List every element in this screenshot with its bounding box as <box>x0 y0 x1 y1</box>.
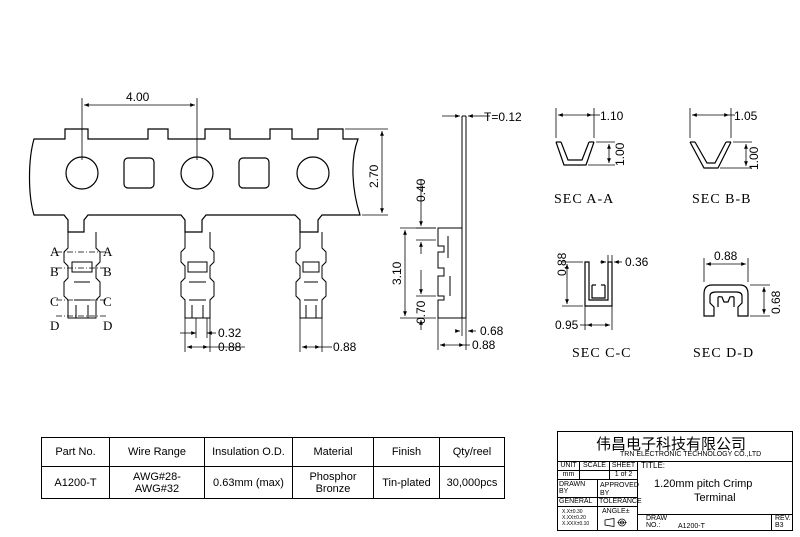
cut-marker-d-left: D <box>50 318 59 333</box>
general-label: GENERAL <box>558 498 598 507</box>
tolerance-2: X.XX±0.20 <box>562 515 586 521</box>
cut-marker-c-left: C <box>50 294 59 309</box>
section-d-shape <box>703 284 749 317</box>
section-d-title: SEC D-D <box>693 346 754 361</box>
pitch-dimension <box>81 98 198 160</box>
tolerance-3: X.XXX±0.10 <box>562 521 590 527</box>
spec-header-insulation: Insulation O.D. <box>204 437 293 467</box>
side-bottom-pin-label: 0.70 <box>414 300 428 324</box>
spec-header-part-no: Part No. <box>41 437 110 467</box>
cut-marker-a-left: A <box>50 244 60 259</box>
company-cell: 伟昌电子科技有限公司 TRN ELECTRONIC TECHNOLOGY CO.… <box>558 432 792 462</box>
draw-no-label-2: NO.: <box>646 522 661 529</box>
company-name-en: TRN ELECTRONIC TECHNOLOGY CO.,LTD <box>620 451 762 458</box>
section-c-top-label: 0.36 <box>625 255 649 269</box>
front-bottom-dimensions <box>180 318 332 352</box>
side-length-label: 3.10 <box>390 261 404 285</box>
draw-no-cell: DRAW NO.: A1200-T <box>638 514 772 530</box>
section-c-dimensions <box>562 255 622 330</box>
terminal-front-1 <box>63 232 101 319</box>
drawn-by-label: DRAWN BY <box>558 480 598 498</box>
tolerance-label: TOLERANCE <box>598 498 642 507</box>
side-top-pin-label: 0.40 <box>414 178 428 202</box>
section-d-dimensions <box>703 258 770 317</box>
spec-insulation: 0.63mm (max) <box>204 466 293 499</box>
angle-label: ANGLE± <box>602 508 630 515</box>
scale-value <box>580 471 610 480</box>
unit-value: mm <box>558 471 580 480</box>
drawing-title-line1: 1.20mm pitch Crimp <box>654 478 753 490</box>
spec-table-header-row: Part No. Wire Range Insulation O.D. Mate… <box>41 437 505 467</box>
front-w3-label: 0.88 <box>333 340 357 354</box>
spec-finish: Tin-plated <box>373 466 440 499</box>
section-a-dimensions <box>555 108 615 166</box>
front-w2-label: 0.88 <box>218 340 242 354</box>
carrier-height-label: 2.70 <box>367 164 381 188</box>
scale-label: SCALE <box>580 462 610 471</box>
section-d-height-label: 0.68 <box>769 290 783 314</box>
section-b-title: SEC B-B <box>692 192 752 207</box>
rev-cell: REV. B3 <box>772 514 792 530</box>
cut-marker-b-right: B <box>103 264 112 279</box>
spec-part-no: A1200-T <box>41 466 110 499</box>
title-label: TITLE: <box>641 461 666 470</box>
cut-marker-c-right: C <box>103 294 112 309</box>
spec-material: Phosphor Bronze <box>292 466 374 499</box>
section-cut-lines <box>56 251 108 317</box>
spec-header-wire-range: Wire Range <box>109 437 205 467</box>
section-b-height-label: 1.00 <box>747 146 761 170</box>
spec-table: Part No. Wire Range Insulation O.D. Mate… <box>41 437 505 499</box>
section-c-shape <box>584 261 613 307</box>
tolerance-1: X.X±0.30 <box>562 509 583 515</box>
unit-label: UNIT <box>558 462 580 471</box>
spec-material-line1: Phosphor <box>309 470 357 483</box>
cut-marker-d-right: D <box>103 318 112 333</box>
draw-no-label-1: DRAW <box>646 515 668 522</box>
terminal-front-2 <box>180 232 215 319</box>
section-a-width-label: 1.10 <box>600 109 624 123</box>
carrier-strip <box>28 128 361 233</box>
section-b-width-label: 1.05 <box>734 109 758 123</box>
cut-marker-b-left: B <box>50 264 59 279</box>
spec-header-material: Material <box>292 437 374 467</box>
spec-table-row: A1200-T AWG#28-AWG#32 0.63mm (max) Phosp… <box>41 466 505 499</box>
sheet-value: 1 of 2 <box>610 471 638 480</box>
sheet-label: SHEET <box>610 462 638 471</box>
terminal-side-view <box>437 115 467 319</box>
terminal-front-3 <box>295 232 327 319</box>
side-w1-label: 0.68 <box>480 324 504 338</box>
draw-no-value: A1200-T <box>678 523 705 530</box>
carrier-height-dimension <box>345 128 388 216</box>
section-a-title: SEC A-A <box>554 192 614 207</box>
front-w1-label: 0.32 <box>218 326 242 340</box>
projection-symbol-icon <box>604 518 627 527</box>
section-a-height-label: 1.00 <box>613 142 627 166</box>
pitch-label: 4.00 <box>126 90 150 104</box>
section-a-shape <box>555 141 595 166</box>
rev-label: REV. <box>775 515 791 522</box>
cut-marker-a-right: A <box>103 244 113 259</box>
section-c-width-label: 0.95 <box>555 318 579 332</box>
angle-cell: ANGLE± <box>598 507 638 530</box>
side-w2-label: 0.88 <box>472 338 496 352</box>
section-c-height-label: 0.88 <box>555 252 569 276</box>
side-view-dimensions <box>400 114 490 350</box>
rev-value: B3 <box>775 522 784 529</box>
section-b-shape <box>689 141 732 169</box>
section-c-title: SEC C-C <box>572 346 632 361</box>
drawing-title-line2: Terminal <box>694 492 736 504</box>
tolerance-values: X.X±0.30 X.XX±0.20 X.XXX±0.10 <box>558 507 598 530</box>
approved-by-label: APPROVED BY <box>598 480 639 498</box>
title-block: 伟昌电子科技有限公司 TRN ELECTRONIC TECHNOLOGY CO.… <box>557 431 793 531</box>
spec-material-line2: Bronze <box>315 482 351 495</box>
spec-wire-range: AWG#28-AWG#32 <box>109 466 205 499</box>
spec-header-qty: Qty/reel <box>439 437 505 467</box>
company-name-cn: 伟昌电子科技有限公司 <box>596 435 747 453</box>
spec-qty: 30,000pcs <box>439 466 505 499</box>
thickness-label: T=0.12 <box>484 110 522 124</box>
section-b-dimensions <box>689 108 752 169</box>
spec-header-finish: Finish <box>373 437 440 467</box>
section-d-width-label: 0.88 <box>714 249 738 263</box>
